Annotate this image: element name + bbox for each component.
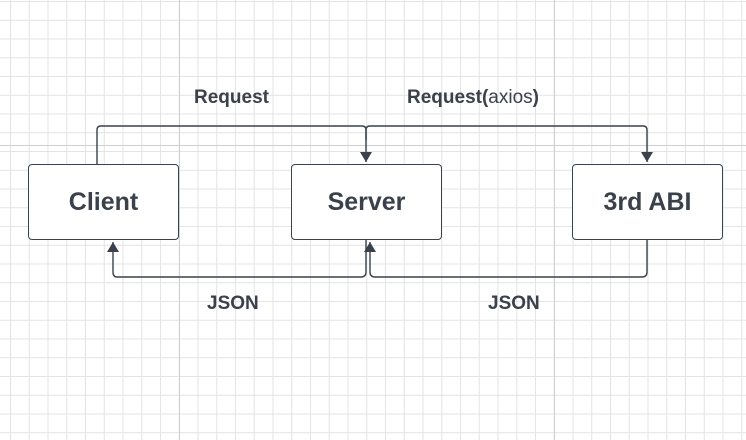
grid-line [0, 145, 746, 146]
edge-server-to-client[interactable] [107, 240, 367, 278]
label-request-axios-suffix: ) [532, 87, 539, 108]
node-client-label: Client [68, 187, 139, 216]
label-request-left: Request [194, 87, 269, 108]
grid-line [179, 0, 180, 440]
edge-server-to-third[interactable] [365, 125, 653, 162]
label-request-axios-prefix: Request( [407, 87, 489, 108]
node-client[interactable]: Client [28, 164, 179, 240]
node-server-label: Server [327, 187, 406, 216]
edge-client-to-server[interactable] [96, 125, 372, 164]
edge-third-to-server[interactable] [364, 240, 648, 278]
label-json-left: JSON [207, 293, 259, 314]
label-json-right: JSON [488, 293, 540, 314]
grid-line [554, 0, 555, 440]
node-third-abi[interactable]: 3rd ABI [572, 164, 723, 240]
node-third-abi-label: 3rd ABI [603, 187, 692, 216]
label-request-axios: Request(axios) [407, 88, 539, 107]
label-request-axios-inner: axios [488, 87, 533, 108]
node-server[interactable]: Server [291, 164, 442, 240]
